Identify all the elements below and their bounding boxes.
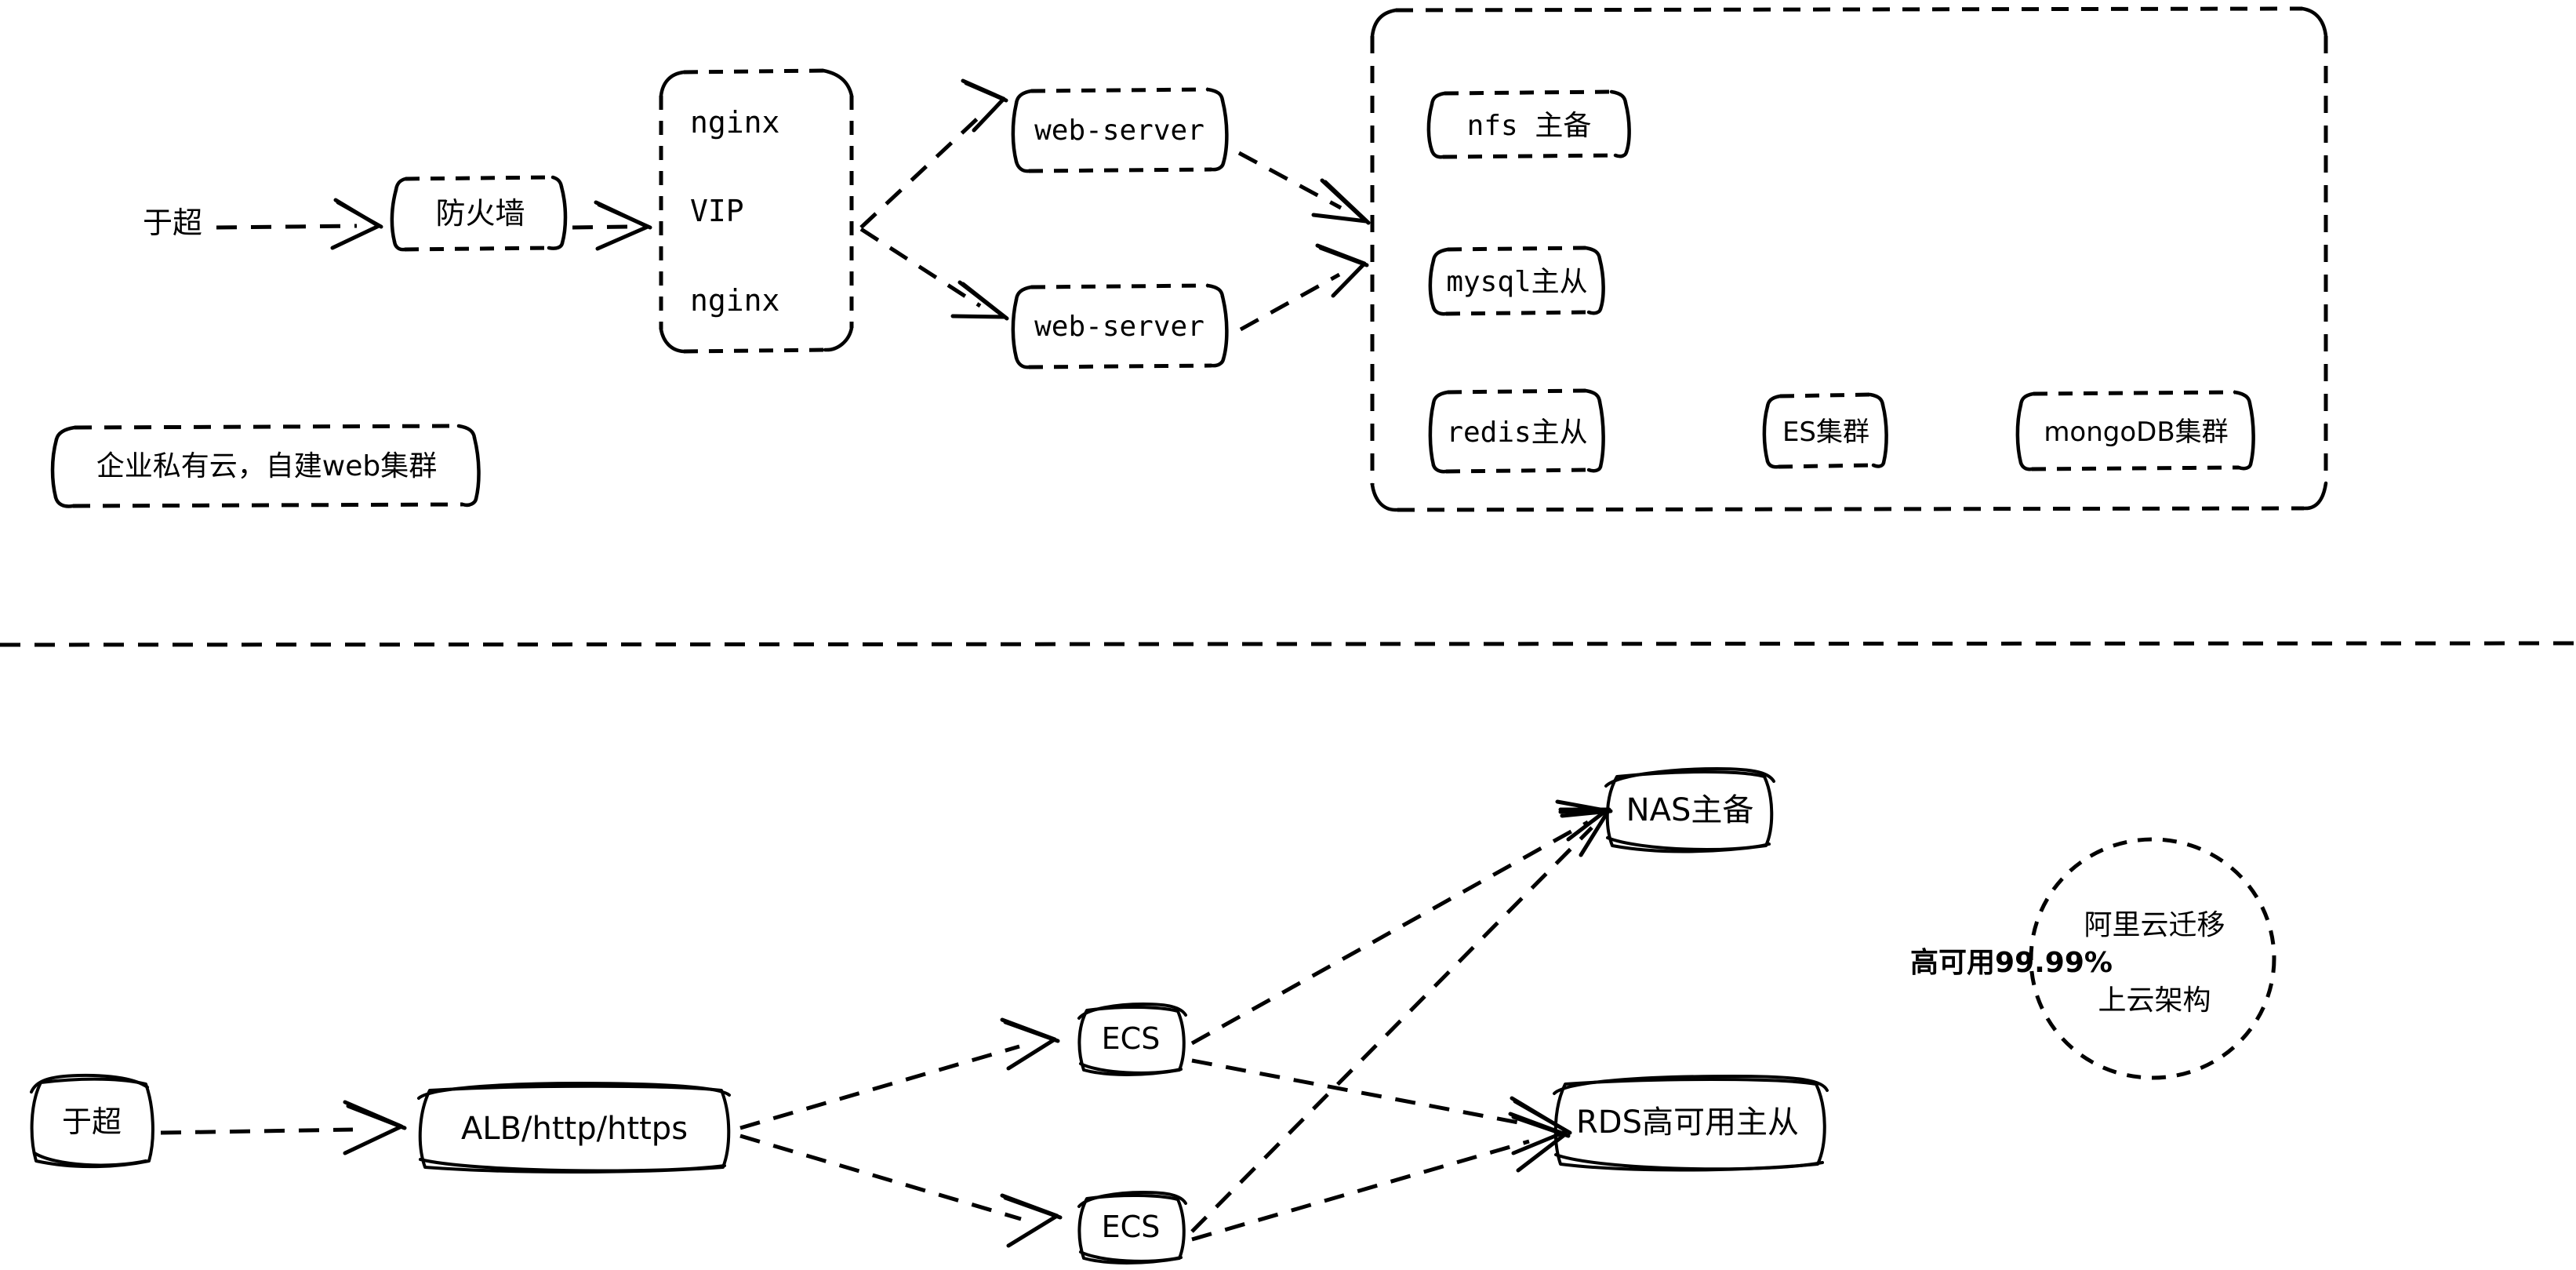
edge-ecs2-to-nas [1190, 807, 1613, 1233]
edge-lb-to-webserver-1 [859, 78, 1008, 229]
nfs-box[interactable]: nfs 主备 [1466, 109, 1592, 142]
mysql-box[interactable]: mysql主从 [1446, 265, 1588, 298]
edge-actor-to-firewall [216, 198, 383, 250]
edge-actor-to-alb [160, 1100, 407, 1155]
ecs-box-1[interactable]: ECS [1101, 1021, 1161, 1057]
edge-ecs1-to-rds [1191, 1058, 1572, 1155]
webserver-box-2[interactable]: web-server [1034, 310, 1204, 343]
nas-box[interactable]: NAS主备 [1626, 792, 1754, 828]
webserver-box-1[interactable]: web-server [1034, 114, 1204, 147]
cloud-badge-line-1: 阿里云迁移 [2084, 908, 2225, 941]
es-box[interactable]: ES集群 [1782, 416, 1870, 448]
mongodb-box[interactable]: mongoDB集群 [2044, 416, 2229, 448]
alb-box[interactable]: ALB/http/https [460, 1111, 689, 1147]
lb-line-nginx-primary: nginx [690, 104, 780, 140]
edge-webserver2-to-backend [1239, 243, 1369, 332]
edge-webserver1-to-backend [1237, 151, 1371, 225]
redis-box[interactable]: redis主从 [1446, 416, 1588, 449]
edge-ecs1-to-nas [1190, 799, 1611, 1046]
sla-label: 高可用99.99% [1910, 946, 2113, 979]
lb-group-box[interactable]: nginx VIP nginx [674, 78, 855, 345]
edge-ecs2-to-rds [1191, 1112, 1571, 1242]
edge-lb-to-webserver-2 [859, 227, 1009, 321]
top-actor-label: 于超 [142, 206, 202, 241]
rds-box[interactable]: RDS高可用主从 [1576, 1104, 1799, 1141]
lb-line-vip: VIP [690, 194, 744, 229]
lb-line-nginx-secondary: nginx [690, 282, 780, 318]
edge-alb-to-ecs-2 [739, 1134, 1063, 1248]
ecs-box-2[interactable]: ECS [1101, 1210, 1161, 1245]
private-cloud-caption: 企业私有云，自建web集群 [96, 449, 438, 482]
section-divider [0, 641, 2576, 647]
edge-firewall-to-lb [572, 200, 652, 251]
firewall-label[interactable]: 防火墙 [435, 196, 525, 231]
edge-alb-to-ecs-1 [739, 1017, 1060, 1130]
bottom-actor-box[interactable]: 于超 [61, 1104, 122, 1140]
cloud-badge-line-2: 上云架构 [2098, 984, 2211, 1017]
